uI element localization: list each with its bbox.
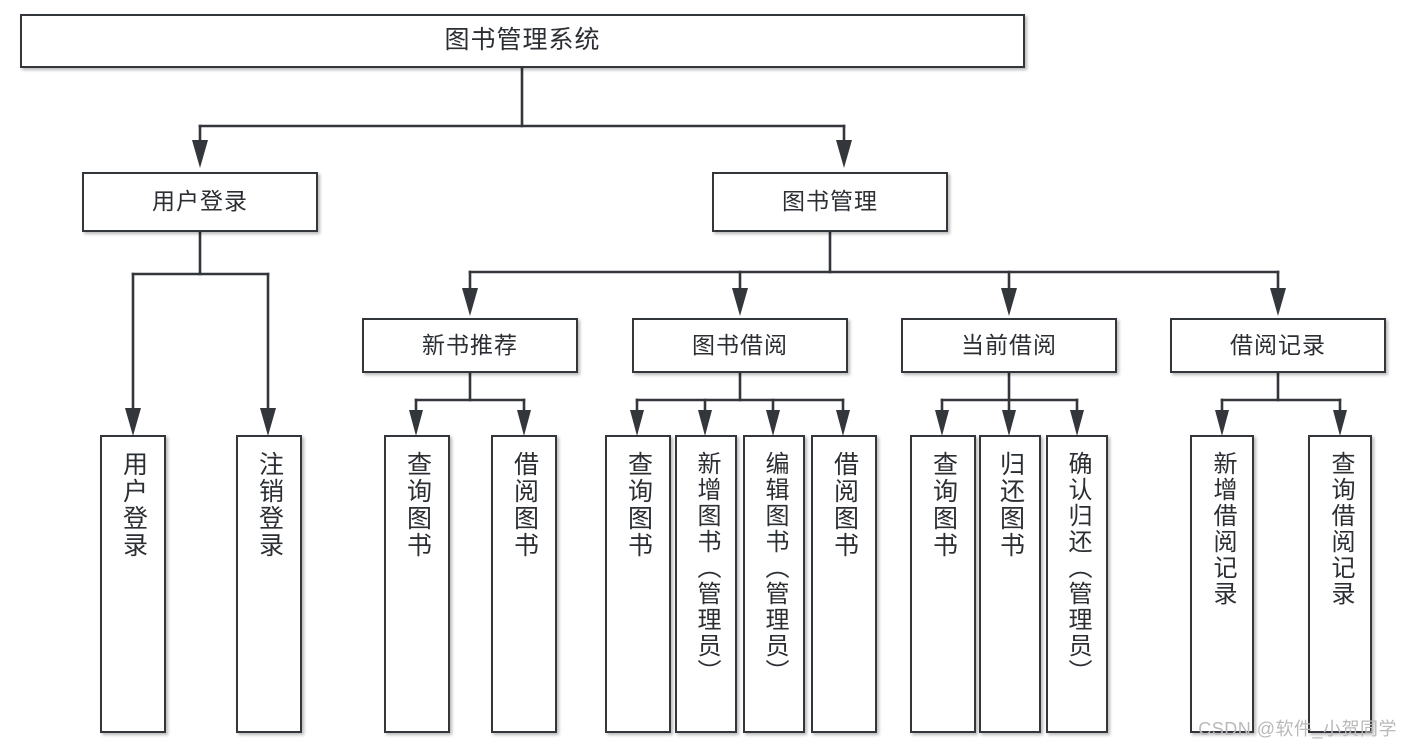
- node-label: 图书管理: [782, 188, 878, 215]
- node-label: 当前借阅: [961, 331, 1057, 358]
- node-label: 图书管理系统: [444, 26, 601, 55]
- leaf-user-login[interactable]: 用户登录: [100, 435, 166, 733]
- node-label: 图书借阅: [692, 331, 788, 358]
- node-label: 查询图书: [929, 451, 958, 559]
- leaf-borrow-book-1[interactable]: 借阅图书: [491, 435, 557, 733]
- node-label: 用户登录: [119, 451, 148, 559]
- node-new-book-recommend[interactable]: 新书推荐: [362, 318, 578, 373]
- leaf-borrow-book-2[interactable]: 借阅图书: [811, 435, 877, 733]
- node-root-system[interactable]: 图书管理系统: [20, 14, 1025, 68]
- leaf-query-record[interactable]: 查询借阅记录: [1308, 435, 1372, 733]
- leaf-add-record[interactable]: 新增借阅记录: [1190, 435, 1254, 733]
- leaf-query-book-1[interactable]: 查询图书: [384, 435, 450, 733]
- node-label: 借阅图书: [510, 451, 539, 559]
- leaf-query-book-2[interactable]: 查询图书: [605, 435, 671, 733]
- csdn-watermark: CSDN @软件_小贺同学: [1198, 719, 1397, 739]
- node-label: 借阅记录: [1230, 331, 1326, 358]
- node-current-borrow[interactable]: 当前借阅: [901, 318, 1117, 373]
- node-label: 新增借阅记录: [1208, 451, 1236, 607]
- node-label: 查询借阅记录: [1326, 451, 1354, 607]
- node-label: 新书推荐: [422, 331, 518, 358]
- leaf-query-book-3[interactable]: 查询图书: [910, 435, 976, 733]
- leaf-return-book[interactable]: 归还图书: [979, 435, 1041, 733]
- node-label: 查询图书: [624, 451, 653, 559]
- leaf-logout[interactable]: 注销登录: [236, 435, 302, 733]
- node-label: 归还图书: [996, 451, 1025, 559]
- leaf-add-book[interactable]: 新增图书（管理员）: [675, 435, 737, 733]
- node-label: 确认归还（管理员）: [1063, 451, 1091, 685]
- leaf-edit-book[interactable]: 编辑图书（管理员）: [743, 435, 805, 733]
- node-borrow-record[interactable]: 借阅记录: [1170, 318, 1386, 373]
- node-label: 编辑图书（管理员）: [760, 451, 788, 685]
- node-label: 借阅图书: [830, 451, 859, 559]
- node-label: 注销登录: [255, 451, 284, 559]
- node-book-manage[interactable]: 图书管理: [712, 172, 948, 232]
- leaf-confirm-return[interactable]: 确认归还（管理员）: [1046, 435, 1108, 733]
- node-label: 用户登录: [152, 188, 248, 215]
- node-label: 新增图书（管理员）: [692, 451, 720, 685]
- node-book-borrow[interactable]: 图书借阅: [632, 318, 848, 373]
- node-label: 查询图书: [403, 451, 432, 559]
- node-user-login[interactable]: 用户登录: [82, 172, 318, 232]
